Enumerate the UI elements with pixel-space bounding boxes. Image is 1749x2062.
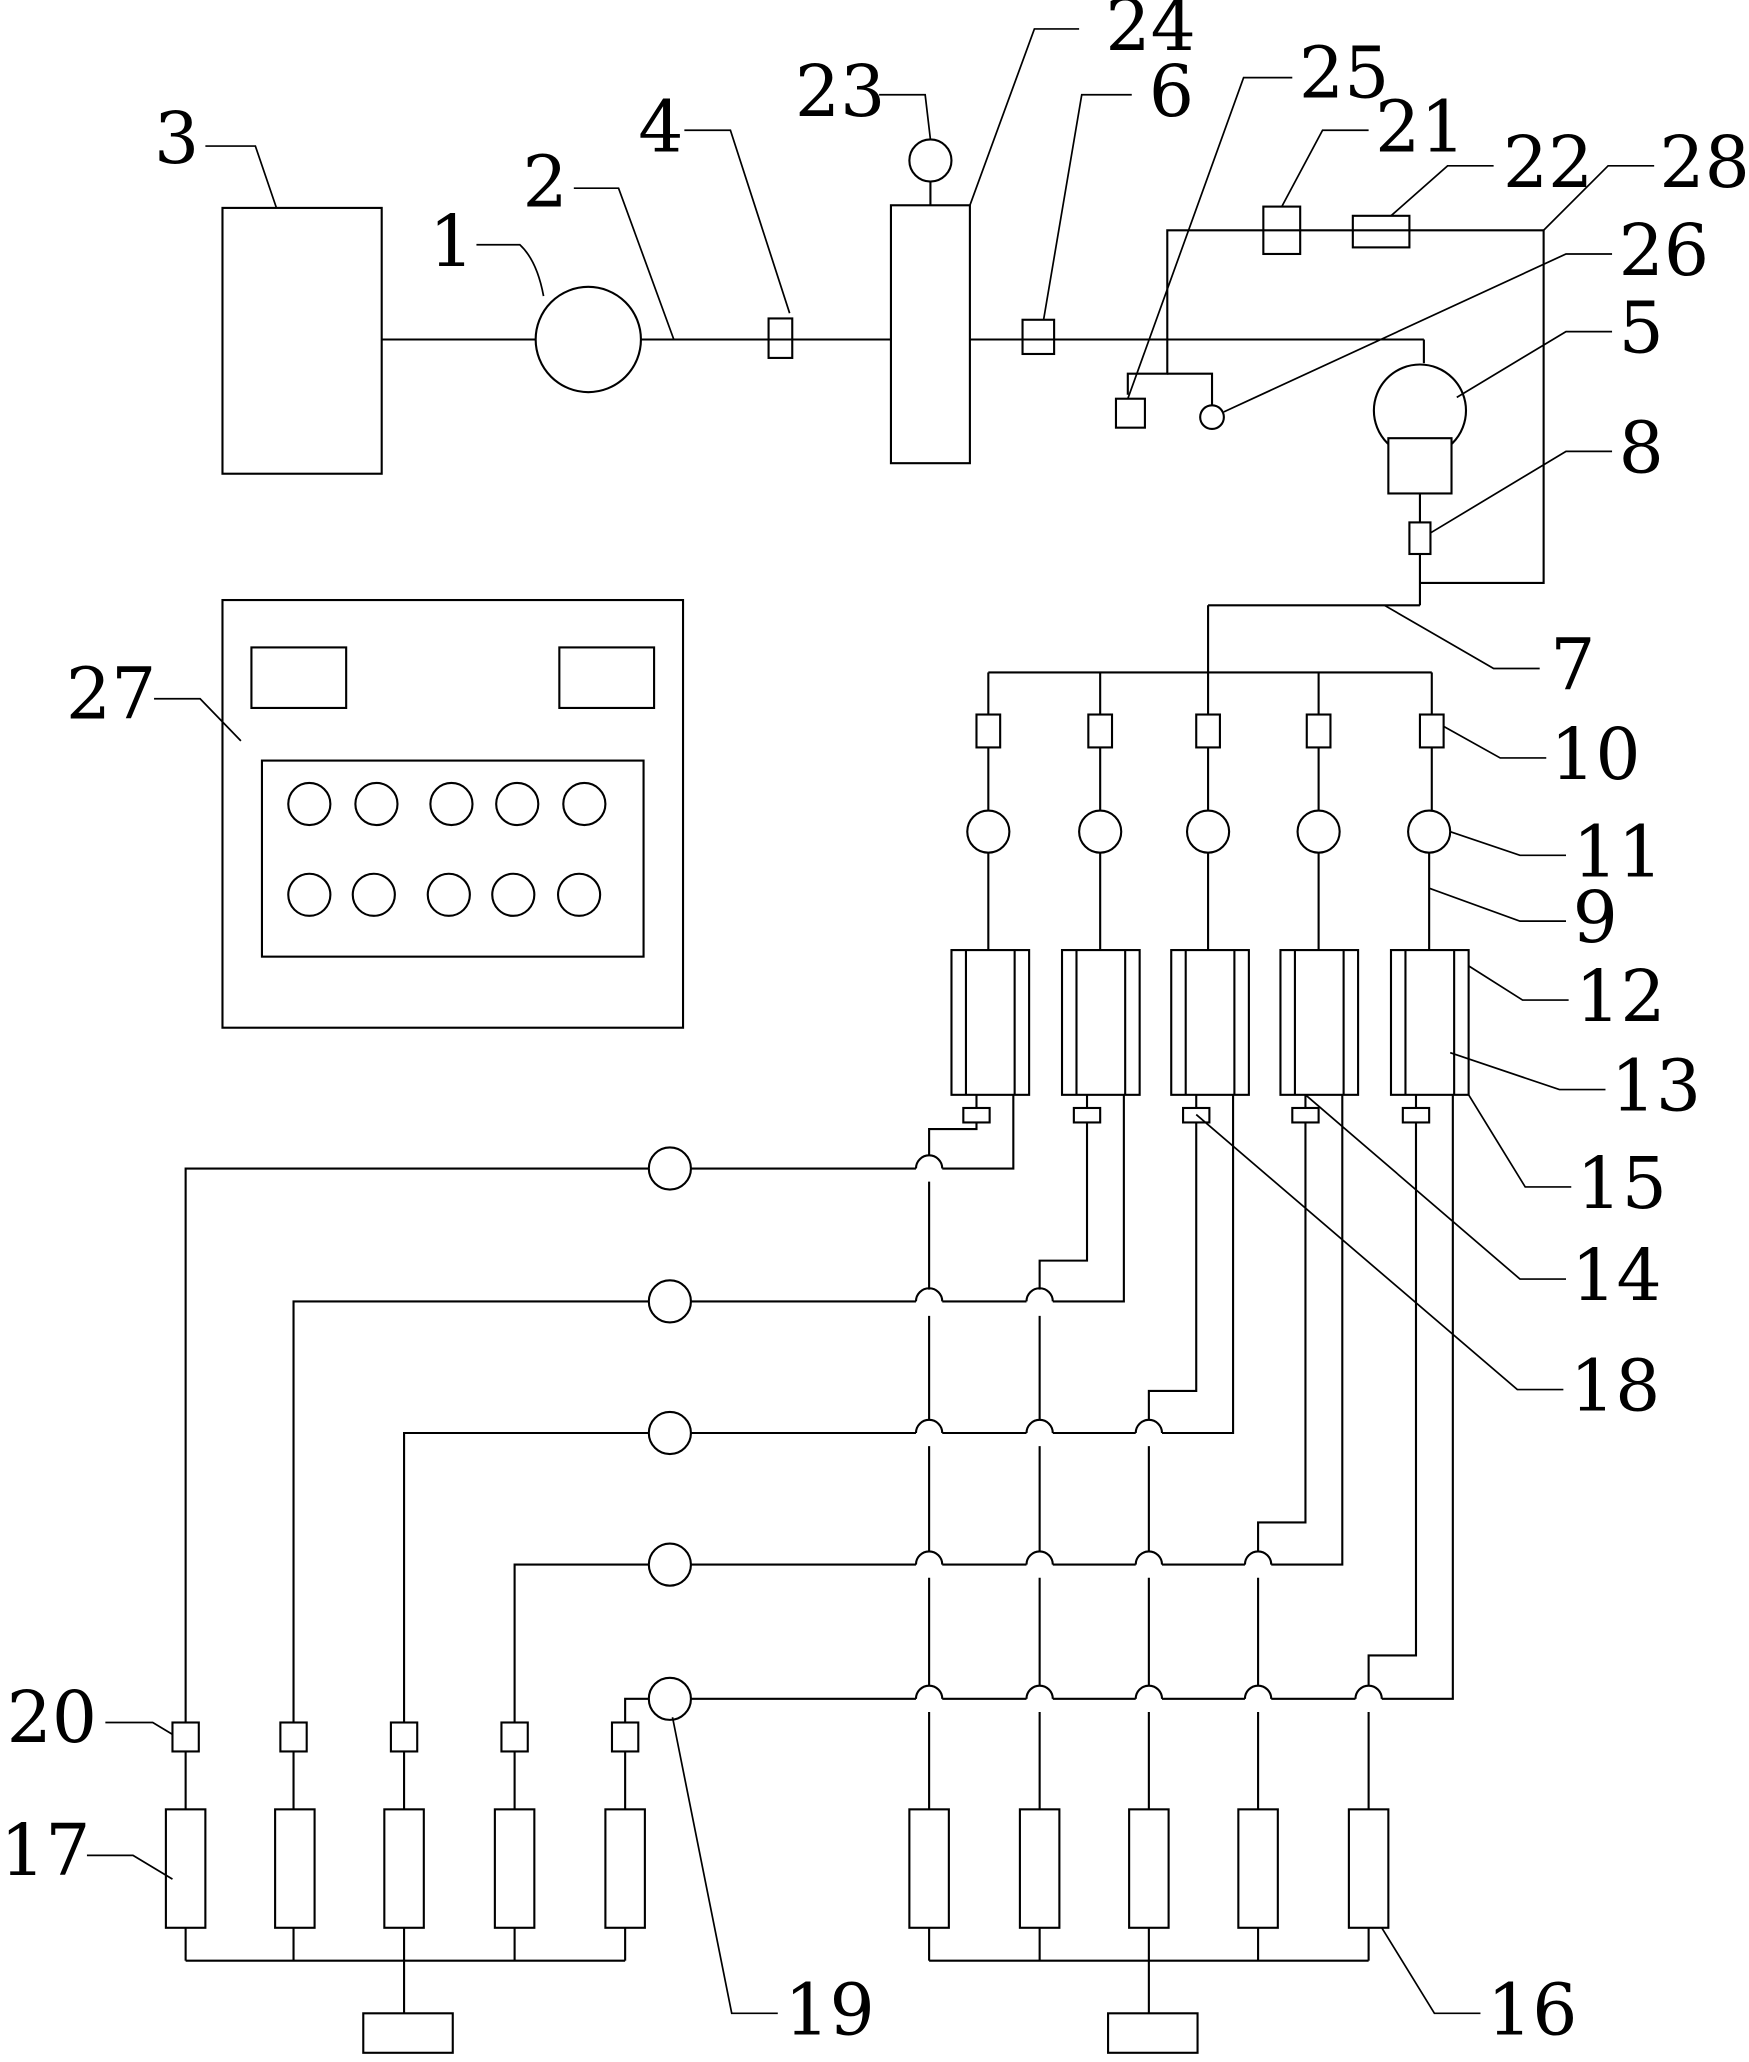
label-19: 19 xyxy=(784,1968,874,2051)
return-pump-2 xyxy=(647,1279,692,1324)
component-23-gauge xyxy=(908,138,953,183)
label-23: 23 xyxy=(795,50,885,133)
component-8-valve xyxy=(1408,521,1432,556)
branch-3 xyxy=(1170,672,1250,1124)
label-26: 26 xyxy=(1619,209,1709,292)
branch-5 xyxy=(1389,672,1470,1124)
component-6-valve xyxy=(1021,318,1056,356)
label-18: 18 xyxy=(1570,1345,1660,1428)
label-16: 16 xyxy=(1487,1968,1577,2051)
component-24-vessel xyxy=(889,204,971,465)
control-panel-27 xyxy=(221,598,685,1029)
leader-lines xyxy=(86,28,1655,2015)
label-24: 24 xyxy=(1105,0,1195,67)
label-21: 21 xyxy=(1375,85,1465,168)
component-25-sensor xyxy=(1114,397,1146,429)
branch-1 xyxy=(950,672,1031,1124)
label-9: 9 xyxy=(1573,876,1618,959)
component-1-pump xyxy=(534,285,642,394)
component-22-meter xyxy=(1351,214,1411,249)
columns-16 xyxy=(908,1808,1390,2054)
label-8: 8 xyxy=(1619,406,1664,489)
branch-2 xyxy=(1060,672,1141,1124)
return-pump-5-19 xyxy=(647,1676,692,1721)
label-28: 28 xyxy=(1659,121,1749,204)
label-25: 25 xyxy=(1299,31,1389,114)
label-6: 6 xyxy=(1149,50,1194,133)
label-27: 27 xyxy=(66,652,156,735)
label-14: 14 xyxy=(1571,1234,1661,1317)
left-lines xyxy=(184,1167,649,1723)
bypass-line-28 xyxy=(1166,229,1545,584)
branch-4 xyxy=(1279,672,1360,1124)
return-pump-1 xyxy=(647,1146,692,1191)
label-3: 3 xyxy=(154,97,199,180)
component-26-sensor xyxy=(1199,404,1225,431)
columns-17 xyxy=(164,1808,646,2054)
label-10: 10 xyxy=(1550,713,1640,796)
drop-lines xyxy=(928,1122,1418,1810)
label-17: 17 xyxy=(0,1809,90,1892)
label-1: 1 xyxy=(429,200,474,283)
label-15: 15 xyxy=(1577,1142,1667,1225)
label-5: 5 xyxy=(1619,287,1664,370)
label-7: 7 xyxy=(1550,624,1595,707)
valves-20 xyxy=(171,1721,640,1810)
return-lines xyxy=(690,1094,1454,1700)
component-5-base xyxy=(1387,437,1453,495)
return-pump-4 xyxy=(647,1542,692,1587)
sensor-branch xyxy=(1126,339,1169,395)
label-22: 22 xyxy=(1503,121,1593,204)
label-11: 11 xyxy=(1573,810,1663,893)
label-13: 13 xyxy=(1611,1045,1701,1128)
component-3-tank xyxy=(221,206,383,475)
return-pump-3 xyxy=(647,1410,692,1456)
label-2: 2 xyxy=(522,141,567,224)
label-4: 4 xyxy=(638,85,683,168)
sensor-branch-2 xyxy=(1167,372,1214,406)
label-20: 20 xyxy=(7,1676,97,1759)
label-12: 12 xyxy=(1575,955,1665,1038)
component-4-valve xyxy=(767,317,794,359)
